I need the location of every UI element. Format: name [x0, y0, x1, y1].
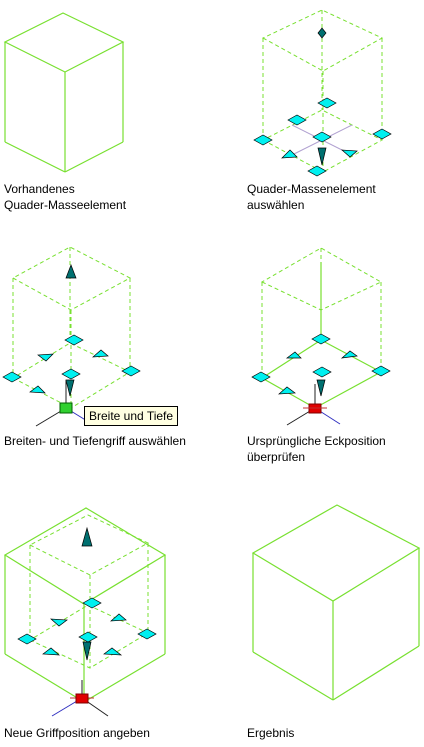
caption-select-grip: Breiten- und Tiefengriff auswählen: [4, 434, 186, 448]
grips-2: [253, 27, 392, 177]
box-result: [251, 504, 421, 701]
grip-original-hot[interactable]: [303, 403, 327, 414]
grips-5: [17, 526, 157, 661]
caption-select-box: Quader-Massenelement auswählen: [247, 182, 376, 212]
grips-3: [2, 264, 141, 397]
caption-new-grip-position: Neue Griffposition angeben: [4, 726, 150, 740]
box-existing: [3, 12, 125, 173]
grip-width-depth-hot[interactable]: [59, 402, 73, 414]
grips-4: [251, 333, 391, 397]
box-new-position: [3, 507, 167, 703]
box-selected: [261, 9, 384, 173]
caption-existing-box: Vorhandenes Quader-Masseelement: [4, 182, 127, 212]
grip-tooltip: Breite und Tiefe: [84, 406, 179, 426]
caption-check-corner: Ursprüngliche Eckposition überprüfen: [247, 434, 386, 464]
caption-result: Ergebnis: [247, 726, 295, 740]
grip-new-position-hot[interactable]: [75, 693, 89, 704]
